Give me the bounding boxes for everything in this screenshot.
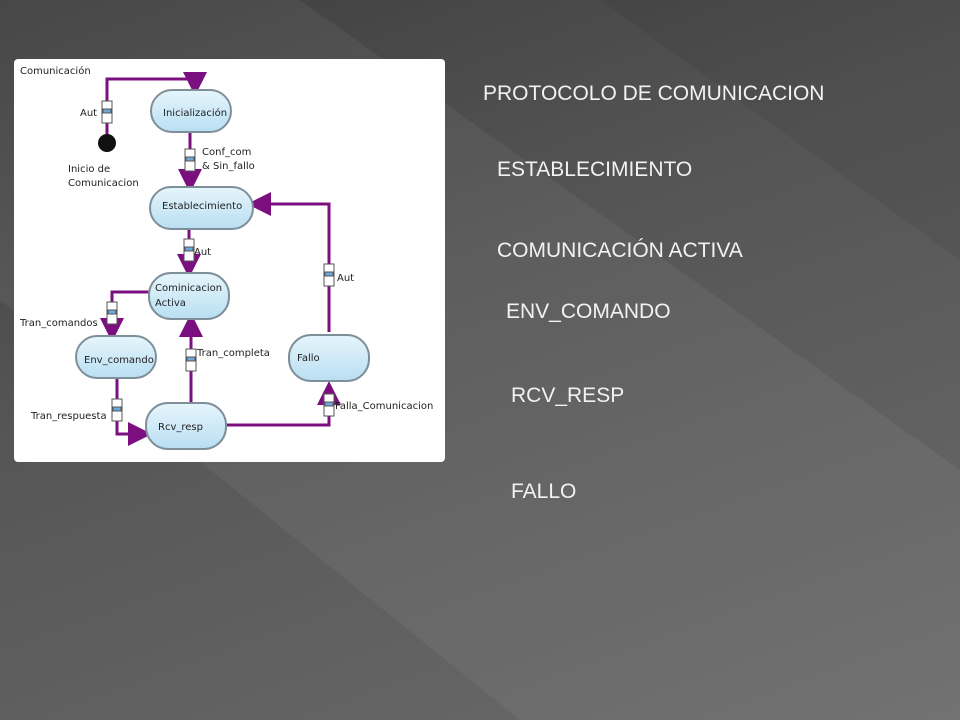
diagram-name: Comunicación xyxy=(20,65,91,77)
transition-label-tran-completa: Tran_completa xyxy=(196,348,270,359)
state-fallo[interactable]: Fallo xyxy=(288,334,370,382)
initial-label-line2: Comunicacion xyxy=(68,178,139,189)
transition-label-aut-est: Aut xyxy=(194,247,211,258)
transition-label-conf-2: & Sin_fallo xyxy=(202,161,255,172)
state-establecimiento[interactable]: Establecimiento xyxy=(149,186,254,230)
initial-node xyxy=(98,134,116,152)
svg-text:Env_comando: Env_comando xyxy=(84,355,154,366)
slide-title: PROTOCOLO DE COMUNICACION xyxy=(483,82,825,105)
transition-label-conf-1: Conf_com xyxy=(202,147,251,158)
state-rcv-resp[interactable]: Rcv_resp xyxy=(145,402,227,450)
svg-text:Cominicacion: Cominicacion xyxy=(155,283,222,294)
svg-text:Fallo: Fallo xyxy=(297,353,320,364)
item-comunicacion-activa: COMUNICACIÓN ACTIVA xyxy=(497,239,743,262)
transition-bars xyxy=(101,100,335,422)
state-env-comando[interactable]: Env_comando xyxy=(75,335,157,379)
item-rcv-resp: RCV_RESP xyxy=(511,384,625,407)
svg-text:Establecimiento: Establecimiento xyxy=(162,201,242,212)
svg-text:Inicialización: Inicialización xyxy=(163,107,227,119)
item-fallo: FALLO xyxy=(511,480,577,503)
state-comunicacion-activa[interactable]: Cominicacion Activa xyxy=(148,272,230,320)
transition-label-tran-comandos: Tran_comandos xyxy=(19,318,98,329)
transition-label-falla: Falla_Comunicacion xyxy=(335,401,433,412)
state-diagram: Inicialización Establecimiento Cominicac… xyxy=(14,59,445,462)
transition-label-tran-respuesta: Tran_respuesta xyxy=(30,411,107,422)
svg-text:Activa: Activa xyxy=(155,298,186,309)
item-establecimiento: ESTABLECIMIENTO xyxy=(497,158,693,181)
transition-label-aut-init: Aut xyxy=(80,108,97,119)
transition-label-aut-fallo: Aut xyxy=(337,273,354,284)
item-env-comando: ENV_COMANDO xyxy=(506,300,671,323)
initial-label-line1: Inicio de xyxy=(68,164,110,175)
transition-arrows xyxy=(100,72,341,446)
state-inicializacion[interactable]: Inicialización xyxy=(150,89,232,133)
svg-text:Rcv_resp: Rcv_resp xyxy=(158,422,203,433)
